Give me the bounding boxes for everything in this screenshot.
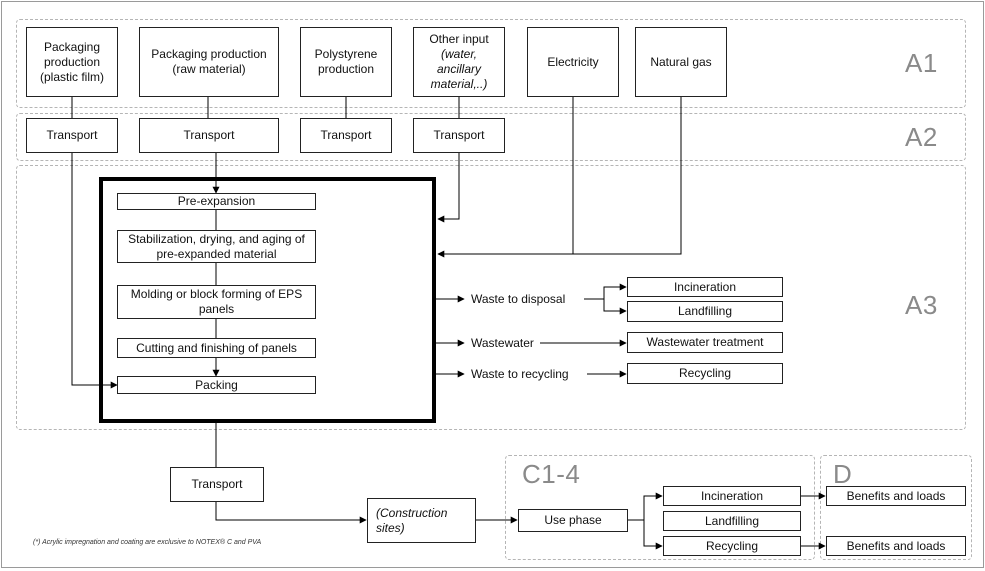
input-electricity: Electricity <box>527 27 619 97</box>
a2-transport-polystyrene: Transport <box>300 118 392 153</box>
zone-label-c1-4: C1-4 <box>522 459 581 489</box>
a3-process-frame <box>99 177 436 423</box>
eol-recycling: Recycling <box>663 536 801 556</box>
zone-d <box>820 455 972 560</box>
a2-transport-film: Transport <box>26 118 118 153</box>
zone-label-a3: A3 <box>905 290 938 320</box>
zone-label-a1: A1 <box>905 48 938 78</box>
downstream-transport: Transport <box>170 467 264 502</box>
footnote: (*) Acrylic impregnation and coating are… <box>33 539 262 546</box>
zone-a2 <box>16 113 966 161</box>
eol-incineration: Incineration <box>663 486 801 506</box>
construction-sites: (Construction sites) <box>367 498 476 543</box>
other-input-title: Other input <box>429 32 489 46</box>
use-phase: Use phase <box>518 509 628 532</box>
input-other: Other input (water, ancillary material,.… <box>413 27 505 97</box>
label-waste-to-recycling: Waste to recycling <box>471 367 569 381</box>
zone-a3 <box>16 165 966 430</box>
a2-transport-raw: Transport <box>139 118 279 153</box>
label-wastewater: Wastewater <box>471 336 534 350</box>
a2-transport-other: Transport <box>413 118 505 153</box>
input-packaging-film: Packaging production (plastic film) <box>26 27 118 97</box>
zone-label-a2: A2 <box>905 122 938 152</box>
zone-label-d: D <box>833 459 853 489</box>
eol-landfilling: Landfilling <box>663 511 801 531</box>
step-packing: Packing <box>117 376 316 394</box>
d-benefits-and-loads-2: Benefits and loads <box>826 536 966 556</box>
step-pre-expansion: Pre-expansion <box>117 193 316 210</box>
a3-landfilling: Landfilling <box>627 301 783 322</box>
input-natural-gas: Natural gas <box>635 27 727 97</box>
a3-wastewater-treatment: Wastewater treatment <box>627 332 783 353</box>
d-benefits-and-loads-1: Benefits and loads <box>826 486 966 506</box>
step-stabilization: Stabilization, drying, and aging of pre-… <box>117 230 316 263</box>
input-polystyrene: Polystyrene production <box>300 27 392 97</box>
step-cutting: Cutting and finishing of panels <box>117 338 316 358</box>
zone-a1 <box>16 19 966 108</box>
a3-incineration: Incineration <box>627 277 783 297</box>
step-molding: Molding or block forming of EPS panels <box>117 285 316 319</box>
other-input-detail: (water, ancillary material,..) <box>430 47 488 91</box>
input-packaging-raw: Packaging production (raw material) <box>139 27 279 97</box>
a3-recycling: Recycling <box>627 363 783 384</box>
label-waste-to-disposal: Waste to disposal <box>471 292 566 306</box>
zone-c1-4 <box>505 455 815 560</box>
